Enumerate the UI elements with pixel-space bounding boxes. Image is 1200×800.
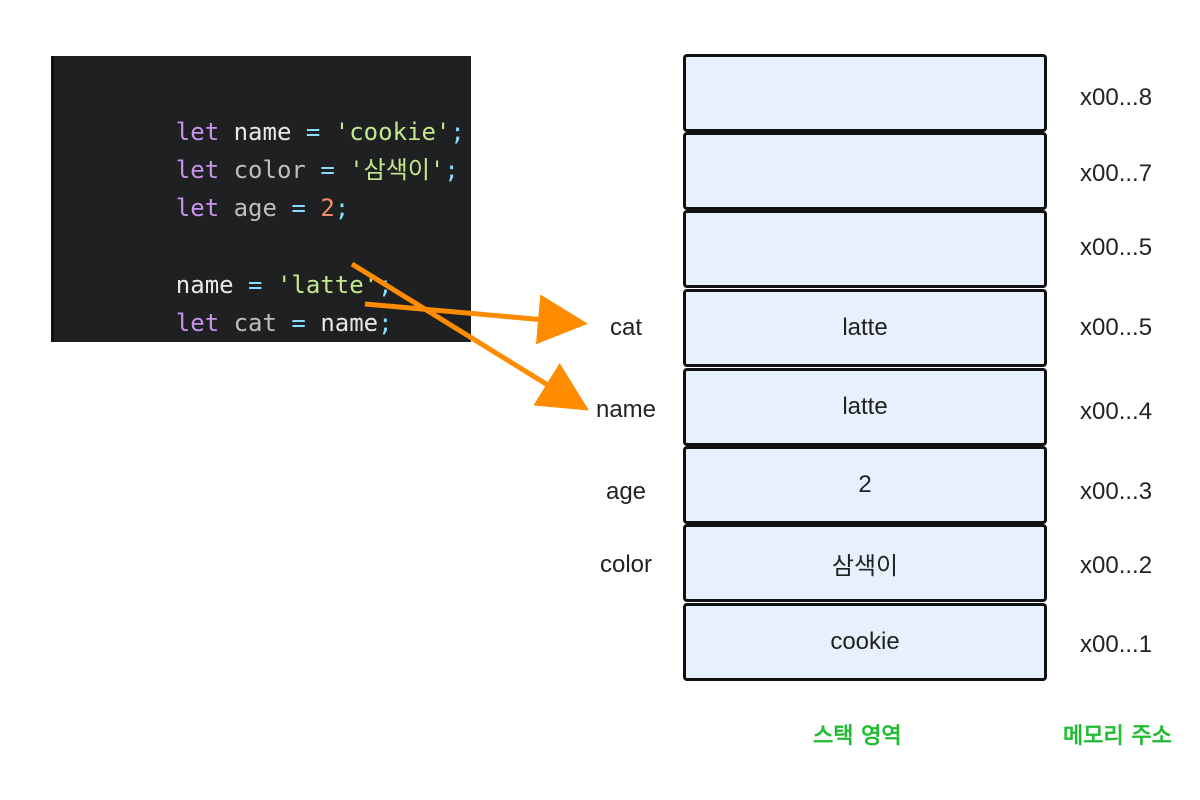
string-literal: '삼색이' bbox=[349, 156, 445, 184]
caption-stack-area: 스택 영역 bbox=[813, 724, 902, 749]
stack-cell-cat: latte bbox=[683, 289, 1047, 367]
semicolon: ; bbox=[444, 156, 459, 184]
semicolon: ; bbox=[378, 309, 393, 337]
arrow-to-name bbox=[350, 261, 590, 411]
semicolon: ; bbox=[334, 194, 350, 222]
address-label: x00...5 bbox=[1080, 234, 1153, 261]
operator: = bbox=[248, 271, 263, 299]
identifier: name bbox=[175, 271, 234, 299]
code-line-2: let color = '삼색이'; bbox=[118, 122, 459, 184]
code-panel: let name = 'cookie'; let color = '삼색이'; … bbox=[51, 56, 471, 342]
stack-cell-color: 삼색이 bbox=[683, 524, 1047, 602]
address-label: x00...4 bbox=[1080, 398, 1153, 425]
address-label: x00...1 bbox=[1080, 631, 1153, 658]
var-label-color: color bbox=[599, 551, 653, 578]
address-label: x00...3 bbox=[1080, 478, 1153, 505]
var-label-cat: cat bbox=[609, 314, 642, 341]
stack-cell-age: 2 bbox=[683, 446, 1047, 524]
stack-cell-cookie: cookie bbox=[683, 603, 1047, 681]
address-label: x00...8 bbox=[1080, 84, 1153, 111]
stack-cell-7 bbox=[683, 132, 1047, 210]
caption-memory-address: 메모리 주소 bbox=[1063, 724, 1172, 749]
string-literal: 'cookie' bbox=[334, 118, 451, 146]
identifier: age bbox=[233, 194, 277, 222]
operator: = bbox=[320, 156, 335, 184]
identifier: name bbox=[233, 118, 292, 146]
stack-cell-8 bbox=[683, 54, 1047, 132]
var-label-name: name bbox=[595, 396, 657, 423]
address-label: x00...2 bbox=[1080, 552, 1153, 579]
keyword: let bbox=[175, 156, 220, 184]
code-line-5: let cat = name; bbox=[118, 275, 393, 337]
keyword: let bbox=[175, 309, 220, 337]
identifier: color bbox=[233, 156, 306, 184]
identifier: cat bbox=[233, 309, 277, 337]
operator: = bbox=[291, 309, 306, 337]
identifier-reference: name bbox=[320, 309, 379, 337]
address-label: x00...5 bbox=[1080, 314, 1153, 341]
keyword: let bbox=[175, 194, 220, 222]
var-label-age: age bbox=[605, 478, 647, 505]
address-label: x00...7 bbox=[1080, 160, 1153, 187]
operator: = bbox=[291, 194, 306, 222]
arrow-to-cat bbox=[364, 294, 588, 345]
number-literal: 2 bbox=[320, 194, 335, 222]
code-line-1: let name = 'cookie'; bbox=[118, 84, 465, 146]
keyword: let bbox=[175, 118, 220, 146]
semicolon: ; bbox=[450, 118, 465, 146]
operator: = bbox=[305, 118, 321, 146]
string-literal: 'latte' bbox=[276, 271, 379, 299]
stack-cell-6 bbox=[683, 210, 1047, 288]
stack-cell-name: latte bbox=[683, 368, 1047, 446]
code-line-3: let age = 2; bbox=[118, 160, 349, 222]
